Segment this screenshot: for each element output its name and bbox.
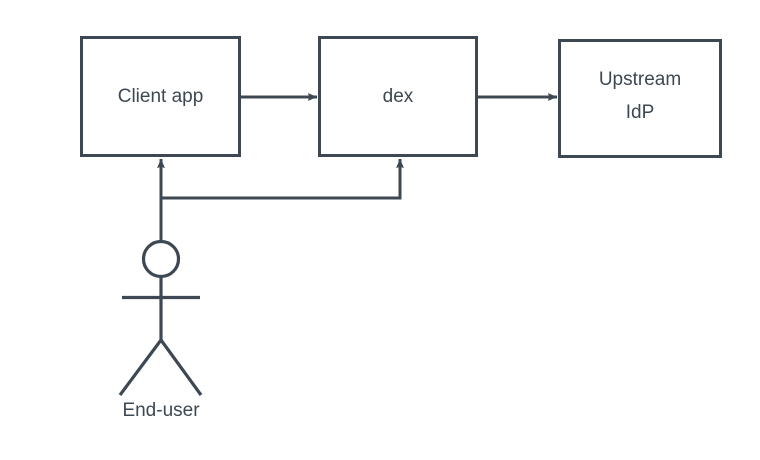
actor-end-user[interactable]: End-user [118,239,203,422]
node-dex-label: dex [383,86,414,107]
node-dex[interactable]: dex [318,36,478,157]
actor-head-icon [141,239,181,279]
actor-end-user-label: End-user [122,400,200,421]
node-client-app[interactable]: Client app [80,36,241,157]
node-upstream-idp-rect [558,39,722,158]
node-upstream-idp[interactable]: Upstream IdP [558,39,722,158]
edge-end-user-to-dex-line [161,158,404,200]
node-client-app-label: Client app [118,86,204,107]
actor-right-leg-icon [159,339,203,396]
node-upstream-idp-label-line1: Upstream [599,69,681,90]
edge-end-user-to-dex[interactable] [161,158,404,200]
node-upstream-idp-label-line2: IdP [626,102,655,123]
actor-left-leg-icon [118,339,163,396]
node-dex-rect [318,36,478,157]
node-client-app-rect [80,36,241,157]
